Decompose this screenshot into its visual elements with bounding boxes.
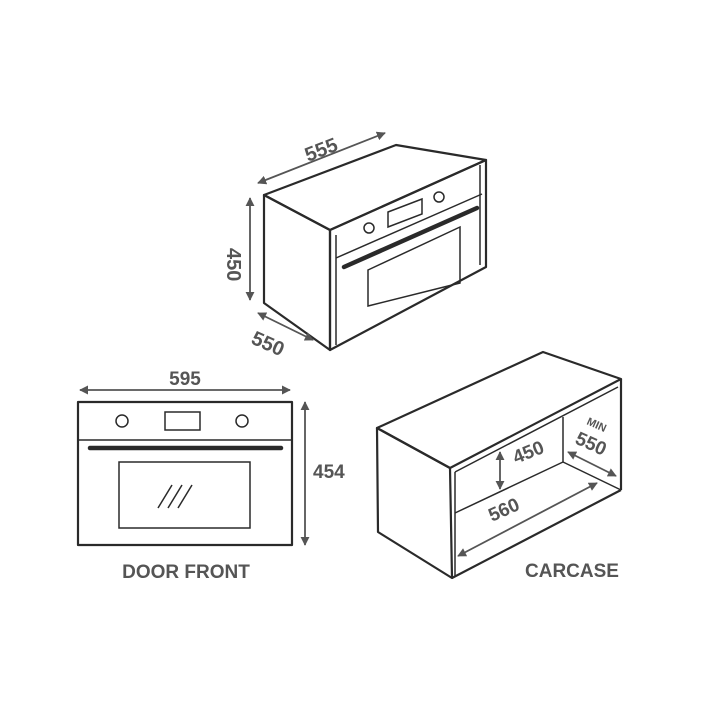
oven-isometric: 555 450 550 xyxy=(222,131,488,361)
oven-height-label: 450 xyxy=(222,248,244,281)
door-outline xyxy=(76,400,294,547)
door-front: 595 454 DOOR FRONT xyxy=(76,369,345,583)
display-icon xyxy=(387,197,423,229)
door-window xyxy=(118,461,251,529)
knob-left-icon xyxy=(115,414,129,428)
carcase: 450 560 MIN 550 CARCASE xyxy=(375,350,623,582)
door-width-label: 595 xyxy=(169,369,201,390)
door-height-label: 454 xyxy=(313,462,345,483)
carcase-height-label: 450 xyxy=(510,437,547,468)
door-handle xyxy=(341,205,480,270)
door-front-caption: DOOR FRONT xyxy=(122,562,250,583)
carcase-caption: CARCASE xyxy=(525,561,619,582)
display-icon xyxy=(164,411,201,431)
knob-left-icon xyxy=(363,222,375,234)
oven-width-label: 555 xyxy=(302,134,341,166)
carcase-width-label: 560 xyxy=(485,494,523,526)
oven-depth-label: 550 xyxy=(248,327,287,361)
oven-front xyxy=(328,158,488,352)
oven-window xyxy=(367,225,461,307)
carcase-side xyxy=(375,426,454,580)
knob-right-icon xyxy=(433,191,445,203)
knob-right-icon xyxy=(235,414,249,428)
oven-side xyxy=(262,193,332,352)
